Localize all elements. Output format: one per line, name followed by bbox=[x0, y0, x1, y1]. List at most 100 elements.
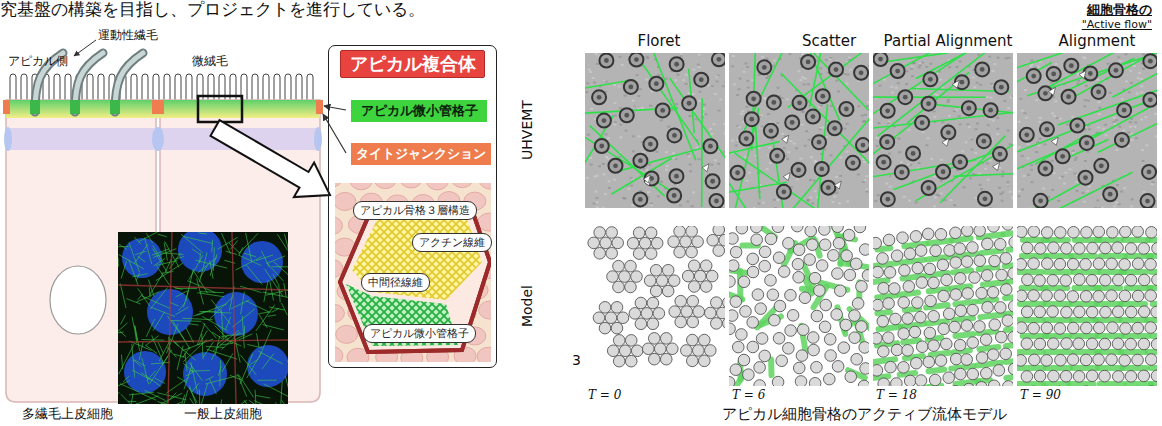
em-grain bbox=[930, 158, 933, 160]
em-grain bbox=[738, 126, 741, 128]
basal-body-disc bbox=[729, 233, 738, 245]
flow-band bbox=[953, 318, 973, 320]
em-grain bbox=[680, 55, 683, 57]
em-grain bbox=[1113, 205, 1116, 207]
em-grain bbox=[746, 180, 749, 182]
cilium-core bbox=[1088, 71, 1093, 76]
em-grain bbox=[907, 163, 910, 165]
basal-body-disc bbox=[687, 295, 699, 307]
tubulin-fiber bbox=[170, 320, 201, 322]
em-grain bbox=[1127, 131, 1130, 133]
em-grain bbox=[996, 117, 999, 119]
em-grain bbox=[1061, 176, 1064, 178]
em-grain bbox=[999, 193, 1002, 195]
cilium-core bbox=[981, 139, 986, 144]
em-grain bbox=[1141, 149, 1144, 151]
microtubule-trace bbox=[616, 145, 714, 172]
tubulin-fiber bbox=[176, 291, 188, 297]
basal-body-disc bbox=[613, 260, 625, 272]
em-grain bbox=[1118, 203, 1121, 205]
em-grain bbox=[646, 56, 649, 58]
basal-body-disc bbox=[924, 327, 936, 339]
em-grain bbox=[602, 163, 605, 165]
em-grain bbox=[802, 111, 805, 113]
em-grain bbox=[1072, 152, 1075, 154]
em-grain bbox=[883, 79, 886, 81]
tubulin-fiber bbox=[158, 234, 167, 237]
em-grain bbox=[898, 151, 901, 153]
basal-body-disc bbox=[883, 298, 895, 310]
basal-body-disc bbox=[844, 269, 856, 281]
tubulin-fiber bbox=[132, 317, 135, 330]
em-grain bbox=[1051, 160, 1054, 162]
em-grain bbox=[698, 66, 701, 68]
model-row bbox=[585, 218, 1162, 409]
nucleus-stain bbox=[241, 241, 283, 283]
cilium-core bbox=[958, 159, 963, 164]
cilium-section bbox=[712, 53, 725, 66]
flow-band bbox=[877, 312, 890, 314]
flow-band bbox=[928, 257, 951, 260]
em-grain bbox=[891, 207, 894, 208]
basal-body-disc bbox=[811, 310, 823, 322]
em-grain bbox=[801, 124, 804, 126]
basal-body-disc bbox=[941, 274, 953, 286]
em-grain bbox=[846, 151, 849, 153]
tubulin-fiber bbox=[146, 319, 154, 337]
basal-body-disc bbox=[989, 319, 1001, 331]
tubulin-fiber bbox=[193, 312, 203, 316]
basal-body-disc bbox=[882, 332, 894, 344]
em-grain bbox=[667, 126, 670, 128]
cilium-section bbox=[656, 103, 670, 117]
pointer-triangle bbox=[942, 138, 949, 146]
tubulin-fiber bbox=[212, 332, 222, 339]
em-grain bbox=[589, 71, 592, 73]
em-grain bbox=[837, 90, 840, 92]
cilium-section bbox=[770, 149, 784, 163]
em-grain bbox=[1084, 160, 1087, 162]
em-grain bbox=[1120, 190, 1123, 192]
em-grain bbox=[638, 135, 641, 137]
basal-body-disc bbox=[843, 229, 855, 241]
basal-body-disc bbox=[730, 246, 742, 258]
em-grain bbox=[786, 98, 789, 100]
model-panel bbox=[873, 226, 1013, 386]
basal-body-disc bbox=[681, 345, 693, 357]
cilium-core bbox=[946, 130, 951, 135]
em-grain bbox=[964, 141, 967, 143]
cilium-core bbox=[806, 60, 811, 65]
em-grain bbox=[1082, 56, 1085, 58]
basal-body-disc bbox=[949, 386, 961, 387]
em-grain bbox=[1007, 184, 1010, 186]
basal-body-disc bbox=[851, 353, 863, 365]
basal-body-disc bbox=[588, 237, 600, 249]
nucleus-stain bbox=[124, 351, 166, 393]
em-grain bbox=[915, 201, 918, 203]
basal-body-disc bbox=[793, 244, 805, 256]
em-grain bbox=[714, 159, 717, 161]
em-grain bbox=[673, 157, 676, 159]
tubulin-fiber bbox=[285, 376, 288, 402]
pointer-triangle bbox=[834, 181, 841, 189]
hexagon-border bbox=[340, 204, 490, 352]
basal-body-disc bbox=[873, 266, 883, 278]
basal-body-disc bbox=[898, 297, 910, 309]
basal-body-disc bbox=[962, 288, 974, 300]
em-ground bbox=[729, 53, 869, 208]
basal-body-disc bbox=[654, 343, 666, 355]
em-grain bbox=[618, 86, 621, 88]
em-grain bbox=[633, 106, 636, 108]
cilium-core bbox=[895, 69, 900, 74]
flow-band bbox=[1006, 312, 1013, 314]
basal-body-disc bbox=[631, 345, 643, 357]
cell-border-stain bbox=[232, 232, 236, 404]
tubulin-fiber bbox=[244, 253, 256, 257]
cilium-section bbox=[785, 115, 799, 129]
em-grain bbox=[830, 154, 833, 156]
em-grain bbox=[989, 160, 992, 162]
leader-line bbox=[74, 40, 96, 56]
cilium-section bbox=[599, 54, 613, 68]
em-grain bbox=[1077, 80, 1080, 82]
basal-body-disc bbox=[785, 289, 797, 301]
basal-body-disc bbox=[776, 355, 788, 367]
